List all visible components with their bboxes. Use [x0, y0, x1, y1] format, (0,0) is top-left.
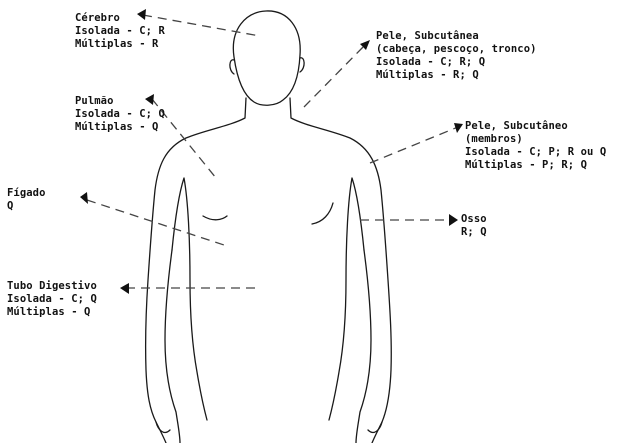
pele-membros-leader [370, 127, 458, 163]
pele-membros-isolada: Isolada - C; P; R ou Q [465, 146, 606, 159]
body-outline [146, 11, 392, 443]
label-pulmao: Pulmão Isolada - C; Q Múltiplas - Q [75, 95, 165, 134]
left-ear [230, 60, 234, 74]
left-pectoral [203, 216, 227, 220]
figado-arrow [80, 192, 88, 204]
osso-value: R; Q [461, 226, 487, 239]
tubo-isolada: Isolada - C; Q [7, 293, 97, 306]
pele-tronco-subtitle: (cabeça, pescoço, tronco) [376, 43, 537, 56]
pulmao-multiplas: Múltiplas - Q [75, 121, 165, 134]
figado-leader [87, 200, 224, 245]
label-osso: Osso R; Q [461, 213, 487, 239]
pulmao-isolada: Isolada - C; Q [75, 108, 165, 121]
cerebro-isolada: Isolada - C; R [75, 25, 165, 38]
label-pele-membros: Pele, Subcutâneo (membros) Isolada - C; … [465, 120, 606, 172]
left-side-outline [146, 98, 246, 443]
pele-tronco-title: Pele, Subcutânea [376, 30, 537, 43]
right-ear [300, 58, 304, 72]
right-side-outline [290, 98, 391, 443]
label-pele-tronco: Pele, Subcutânea (cabeça, pescoço, tronc… [376, 30, 537, 82]
right-torso [329, 178, 364, 420]
right-inner-arm [356, 250, 371, 443]
figado-value: Q [7, 200, 46, 213]
cerebro-multiplas: Múltiplas - R [75, 38, 165, 51]
pele-tronco-multiplas: Múltiplas - R; Q [376, 69, 537, 82]
label-cerebro: Cérebro Isolada - C; R Múltiplas - R [75, 12, 165, 51]
pele-tronco-leader [304, 44, 366, 107]
cerebro-title: Cérebro [75, 12, 165, 25]
label-figado: Fígado Q [7, 187, 46, 213]
figado-title: Fígado [7, 187, 46, 200]
pele-membros-multiplas: Múltiplas - P; R; Q [465, 159, 606, 172]
left-hand [156, 422, 170, 432]
right-hand [368, 422, 382, 432]
pele-membros-title: Pele, Subcutâneo [465, 120, 606, 133]
left-inner-arm [165, 250, 180, 443]
tubo-arrow [120, 283, 129, 294]
tubo-multiplas: Múltiplas - Q [7, 306, 97, 319]
right-pectoral [312, 203, 333, 224]
label-tubo-digestivo: Tubo Digestivo Isolada - C; Q Múltiplas … [7, 280, 97, 319]
left-torso [172, 178, 207, 420]
osso-title: Osso [461, 213, 487, 226]
tubo-title: Tubo Digestivo [7, 280, 97, 293]
head-outline [233, 11, 300, 105]
osso-arrow [449, 214, 458, 226]
pulmao-title: Pulmão [75, 95, 165, 108]
pele-membros-subtitle: (membros) [465, 133, 606, 146]
pele-tronco-isolada: Isolada - C; R; Q [376, 56, 537, 69]
